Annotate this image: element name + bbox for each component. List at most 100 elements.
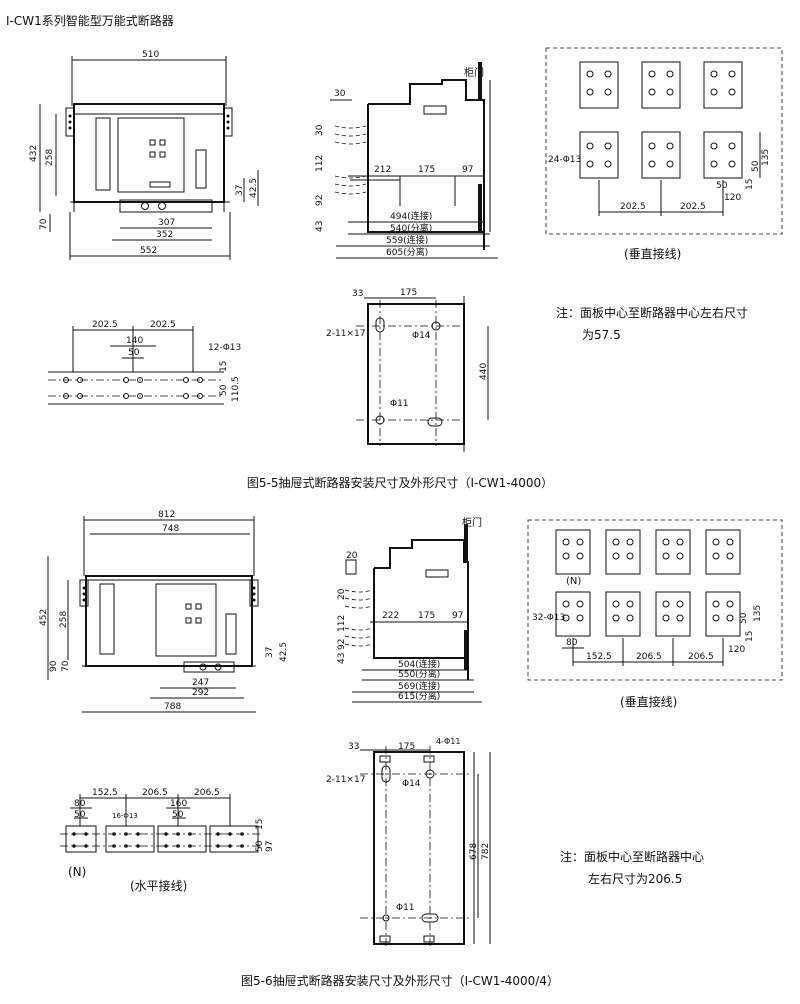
dim-120: 120 — [724, 193, 741, 203]
fig1-mounting-plate: 33 175 2-11×17 Φ14 440 Φ11 — [326, 288, 489, 452]
fig2-mounting-plate: 33 175 4-Φ11 2-11×17 Φ14 678 782 Φ11 — [326, 737, 491, 948]
dim-559-connected: 559(连接) — [386, 234, 428, 246]
dim-202.5-b: 202.5 — [680, 202, 706, 212]
dim-452: 452 — [39, 609, 49, 626]
dim-97: 97 — [462, 165, 473, 175]
page-title: I-CW1系列智能型万能式断路器 — [6, 14, 174, 28]
dim-15: 15 — [255, 819, 265, 830]
dim-42.5: 42.5 — [249, 178, 259, 198]
dim-292: 292 — [192, 688, 209, 698]
horizontal-wiring-label: (水平接线) — [130, 878, 187, 893]
dim-748: 748 — [162, 524, 179, 534]
fig1-vertical-wiring: 24-Φ13 202.5 202.5 50 120 50 135 15 — [545, 47, 783, 235]
dim-92: 92 — [337, 639, 347, 650]
dim-50-h: 50 — [716, 181, 728, 191]
note-figure1-line2: 为57.5 — [582, 328, 621, 342]
dim-20-left: 20 — [337, 588, 347, 600]
dim-440: 440 — [479, 363, 489, 380]
dim-50-a: 50 — [74, 810, 86, 820]
dim-15: 15 — [745, 631, 755, 642]
dim-307: 307 — [158, 218, 175, 228]
dim-510: 510 — [142, 50, 159, 60]
dim-206.5-b: 206.5 — [194, 788, 220, 798]
dim-552: 552 — [140, 246, 157, 256]
dim-135: 135 — [761, 149, 771, 166]
dim-550-separated: 550(分离) — [398, 668, 440, 680]
note-figure1: 注：面板中心至断路器中心左右尺寸 为57.5 — [556, 302, 748, 346]
dim-202.5-b: 202.5 — [150, 320, 176, 330]
hole-phi11: Φ11 — [390, 399, 409, 409]
note-figure2-line1: 注：面板中心至断路器中心 — [560, 850, 705, 864]
dim-50-v: 50 — [255, 840, 265, 852]
cabinet-door-label: 柜门 — [464, 66, 484, 79]
figure1-caption: 图5-5抽屉式断路器安装尺寸及外形尺寸（I-CW1-4000） — [246, 476, 554, 490]
hole-spec-32: 32-Φ13 — [532, 613, 565, 623]
dim-50-v: 50 — [219, 384, 229, 396]
dim-494-connected: 494(连接) — [390, 210, 432, 222]
dim-97: 97 — [452, 611, 463, 621]
dim-43: 43 — [315, 221, 325, 232]
hole-spec-12: 12-Φ13 — [208, 343, 241, 353]
dim-432: 432 — [29, 145, 39, 162]
cabinet-door-label: 柜门 — [462, 516, 482, 529]
dim-50-v: 50 — [751, 160, 761, 172]
dim-140: 140 — [126, 336, 143, 346]
dim-175: 175 — [418, 165, 435, 175]
dim-70: 70 — [39, 218, 49, 230]
dim-212: 212 — [374, 165, 391, 175]
dim-30-left: 30 — [315, 124, 325, 136]
dim-206.5-a: 206.5 — [636, 652, 662, 662]
dim-92: 92 — [315, 195, 325, 206]
dim-30-top: 30 — [334, 89, 346, 99]
dim-80: 80 — [566, 638, 578, 648]
hole-phi11: Φ11 — [396, 903, 415, 913]
hole-spec-16: 16-Φ13 — [112, 812, 138, 820]
dim-206.5-a: 206.5 — [142, 788, 168, 798]
slot-spec: 2-11×17 — [326, 775, 365, 785]
hole-phi14: Φ14 — [402, 779, 421, 789]
dim-50: 50 — [128, 348, 140, 358]
dim-222: 222 — [382, 611, 399, 621]
fig2-side-view: 柜门 20 20 112 92 43 222 175 97 504(连接) 55… — [337, 516, 482, 703]
dim-202.5-a: 202.5 — [92, 320, 118, 330]
fig1-horizontal-wiring: 202.5 202.5 140 50 12-Φ13 15 50 110.5 — [48, 320, 241, 405]
dim-175: 175 — [400, 288, 417, 298]
dim-504-connected: 504(连接) — [398, 658, 440, 670]
dim-605-separated: 605(分离) — [386, 246, 428, 258]
dim-258: 258 — [45, 149, 55, 166]
dim-678: 678 — [469, 843, 479, 860]
dim-247: 247 — [192, 678, 209, 688]
dim-43: 43 — [337, 653, 347, 664]
neutral-label-vertical: (N) — [566, 576, 581, 587]
note-figure1-line1: 注：面板中心至断路器中心左右尺寸 — [556, 306, 749, 320]
fig1-side-view: 柜门 30 30 112 92 43 212 175 97 494(连接) 54… — [315, 62, 498, 259]
dim-112: 112 — [315, 155, 325, 172]
dim-782: 782 — [481, 843, 491, 860]
hole-spec-4: 4-Φ11 — [436, 737, 460, 746]
dim-202.5-a: 202.5 — [620, 202, 646, 212]
fig2-front-view: 812 748 452 258 90 70 37 42.5 247 292 78… — [39, 510, 289, 713]
slot-spec: 2-11×17 — [326, 329, 365, 339]
fig2-vertical-wiring: (N) 32-Φ13 80 152.5 206.5 206.5 120 50 1… — [527, 519, 783, 681]
dim-352: 352 — [156, 230, 173, 240]
dim-152.5: 152.5 — [92, 788, 118, 798]
dim-50-v: 50 — [739, 612, 749, 624]
dim-615-separated: 615(分离) — [398, 690, 440, 702]
dim-160: 160 — [170, 799, 187, 809]
figure2-caption: 图5-6抽屉式断路器安装尺寸及外形尺寸（I-CW1-4000/4） — [241, 974, 559, 988]
vertical-wiring-label-2: (垂直接线) — [620, 694, 677, 709]
dim-175: 175 — [418, 611, 435, 621]
dim-37: 37 — [265, 647, 275, 658]
dim-812: 812 — [158, 510, 175, 520]
dim-50-b: 50 — [172, 810, 184, 820]
dim-135: 135 — [753, 605, 763, 622]
fig2-horizontal-wiring: 152.5 206.5 206.5 80 50 160 50 16-Φ13 15… — [60, 788, 275, 853]
vertical-wiring-label-1: (垂直接线) — [624, 246, 681, 261]
dim-110.5: 110.5 — [231, 376, 241, 402]
dim-175: 175 — [398, 742, 415, 752]
dim-42.5: 42.5 — [279, 642, 289, 662]
note-figure2: 注：面板中心至断路器中心 左右尺寸为206.5 — [560, 846, 704, 890]
hole-spec-24: 24-Φ13 — [548, 155, 581, 165]
dim-37: 37 — [235, 185, 245, 196]
